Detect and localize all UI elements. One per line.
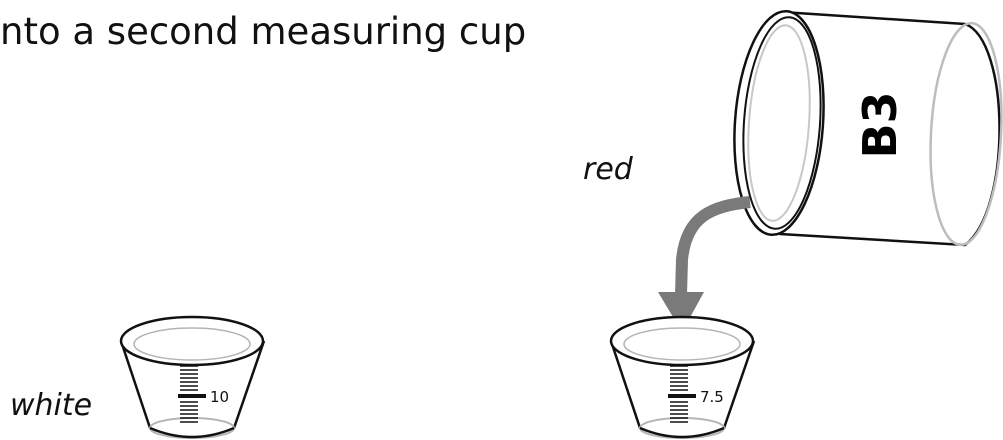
left-cup-reading: 10 [210, 388, 229, 406]
bucket-b3: B3 [733, 9, 1003, 247]
measuring-cup-right: 7.5 [609, 315, 756, 439]
instruction-heading: nto a second measuring cup [0, 10, 527, 53]
left-cup-scale [178, 365, 206, 423]
measuring-cup-left: 10 [119, 315, 266, 439]
pour-arrow [658, 196, 751, 332]
pour-label: red [583, 152, 633, 187]
left-cup-label: white [10, 388, 93, 423]
bucket-code: B3 [853, 91, 907, 158]
right-cup-reading: 7.5 [700, 388, 724, 406]
right-cup-scale [668, 365, 696, 423]
